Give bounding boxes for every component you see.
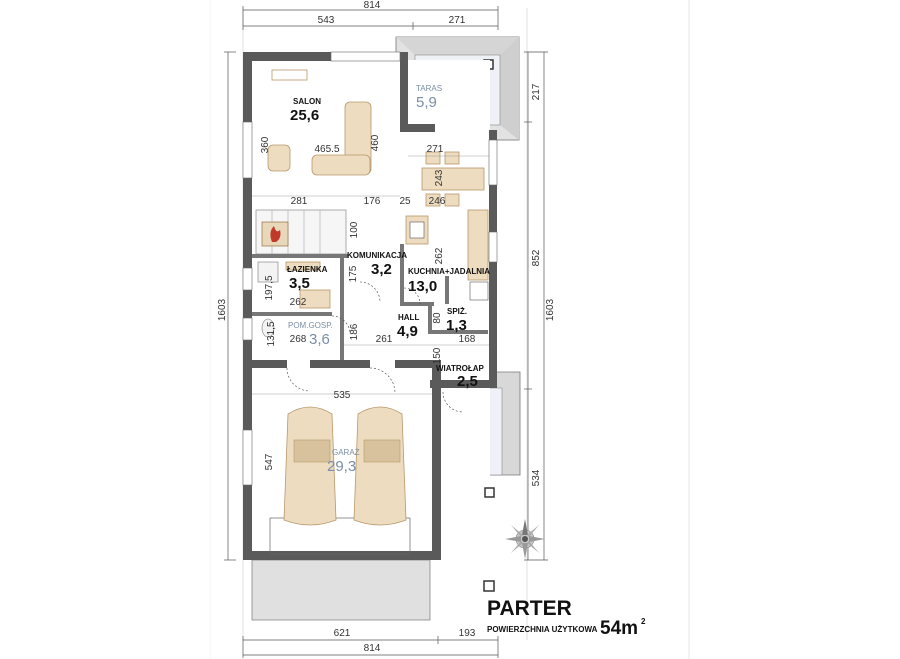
door-swings (286, 281, 464, 413)
room-spiz-name: SPIŻ. (447, 307, 467, 316)
dim-186: 186 (349, 323, 360, 340)
dim-281: 281 (291, 196, 308, 207)
room-taras-name: TARAS (416, 84, 442, 93)
dim-150: 150 (432, 347, 443, 364)
room-lazienka-name: ŁAZIENKA (287, 265, 328, 274)
room-komunikacja-area: 3,2 (371, 261, 392, 278)
room-taras-area: 5,9 (416, 94, 437, 111)
kitchen-furniture (405, 209, 489, 301)
room-salon-area: 25,6 (290, 107, 319, 124)
dim-80: 80 (432, 312, 443, 324)
interior-dimensions: 360 465.5 460 271 243 281 176 25 246 100… (252, 134, 489, 470)
usable-area-value: 54m (600, 618, 638, 639)
right-dimensions: 217 852 534 1603 (524, 51, 556, 561)
flame-icon (270, 226, 281, 242)
toilet-icon (261, 318, 275, 338)
dim-268: 268 (290, 334, 307, 345)
dim-100: 100 (349, 221, 360, 238)
dim-271: 271 (427, 144, 444, 155)
room-garaz-name: GARAŻ (332, 448, 360, 457)
dim-262-bath: 262 (290, 297, 307, 308)
dim-360: 360 (260, 136, 271, 153)
room-pom-gosp-area: 3,6 (309, 331, 330, 348)
tv-stand-icon (271, 69, 308, 81)
dim-547: 547 (264, 453, 275, 470)
dim-535: 535 (334, 390, 351, 401)
dining-set (421, 151, 485, 207)
driveway (251, 559, 431, 621)
dim-465: 465.5 (314, 144, 339, 155)
room-garaz-area: 29,3 (327, 458, 356, 475)
dining-table-icon (421, 167, 485, 191)
dim-right-middle: 852 (531, 249, 542, 266)
dim-168: 168 (459, 334, 476, 345)
room-hall-name: HALL (398, 313, 419, 322)
room-komunikacja-name: KOMUNIKACJA (347, 251, 407, 260)
plan-title: PARTER (487, 597, 572, 620)
dim-bottom-total: 814 (364, 643, 381, 654)
usable-area-unit-sup: 2 (641, 617, 646, 626)
living-furniture (267, 69, 372, 176)
dim-right-lower: 534 (531, 469, 542, 486)
dim-246: 246 (429, 196, 446, 207)
plan-subtitle: POWIERZCHNIA UŻYTKOWA (487, 625, 598, 634)
bottom-dimensions: 621 193 814 (242, 628, 499, 658)
legend-square-icon (483, 580, 495, 592)
bathroom-fixtures (257, 261, 331, 338)
room-wiatrolap-area: 2,5 (457, 373, 478, 390)
room-lazienka-area: 3,5 (289, 275, 310, 292)
armchair-icon (267, 144, 291, 172)
dim-460: 460 (370, 134, 381, 151)
room-wiatrolap-name: WIATROŁAP (436, 364, 485, 373)
title-block: PARTER POWIERZCHNIA UŻYTKOWA 54m 2 (487, 597, 646, 639)
room-spiz-area: 1,3 (446, 317, 467, 334)
car-icon-right (353, 406, 407, 526)
dim-1975: 197,5 (264, 275, 275, 300)
room-hall-area: 4,9 (397, 323, 418, 340)
windows (242, 51, 498, 555)
garage-cars (283, 406, 407, 526)
staircase (255, 209, 347, 255)
room-pom-gosp-name: POM.GOSP. (288, 321, 333, 330)
dim-left-total: 1603 (217, 298, 228, 321)
dim-262-kitchen: 262 (434, 247, 445, 264)
room-salon-name: SALON (293, 97, 321, 106)
room-labels: SALON 25,6 TARAS 5,9 KOMUNIKACJA 3,2 ŁAZ… (287, 84, 490, 475)
dim-right-total: 1603 (545, 298, 556, 321)
dim-bottom-left: 621 (334, 628, 351, 639)
marker-square-icon (484, 487, 495, 498)
dim-243: 243 (434, 169, 445, 186)
dim-right-upper: 217 (531, 83, 542, 100)
dim-top-left: 543 (318, 15, 335, 26)
dim-175: 175 (348, 265, 359, 282)
compass-icon (505, 519, 545, 559)
dim-top-total: 814 (364, 0, 381, 11)
dim-top-right: 271 (449, 15, 466, 26)
car-icon-left (283, 406, 337, 526)
top-dimensions: 814 543 271 (242, 0, 499, 30)
dim-261: 261 (376, 334, 393, 345)
left-dimension: 1603 (217, 51, 236, 561)
dim-1315: 131,5 (266, 321, 277, 346)
room-kuchnia-name: KUCHNIA+JADALNIA (408, 267, 490, 276)
dim-25: 25 (399, 196, 411, 207)
dim-176: 176 (364, 196, 381, 207)
room-kuchnia-area: 13,0 (408, 278, 437, 295)
stove-icon (409, 221, 425, 239)
dim-bottom-right: 193 (459, 628, 476, 639)
